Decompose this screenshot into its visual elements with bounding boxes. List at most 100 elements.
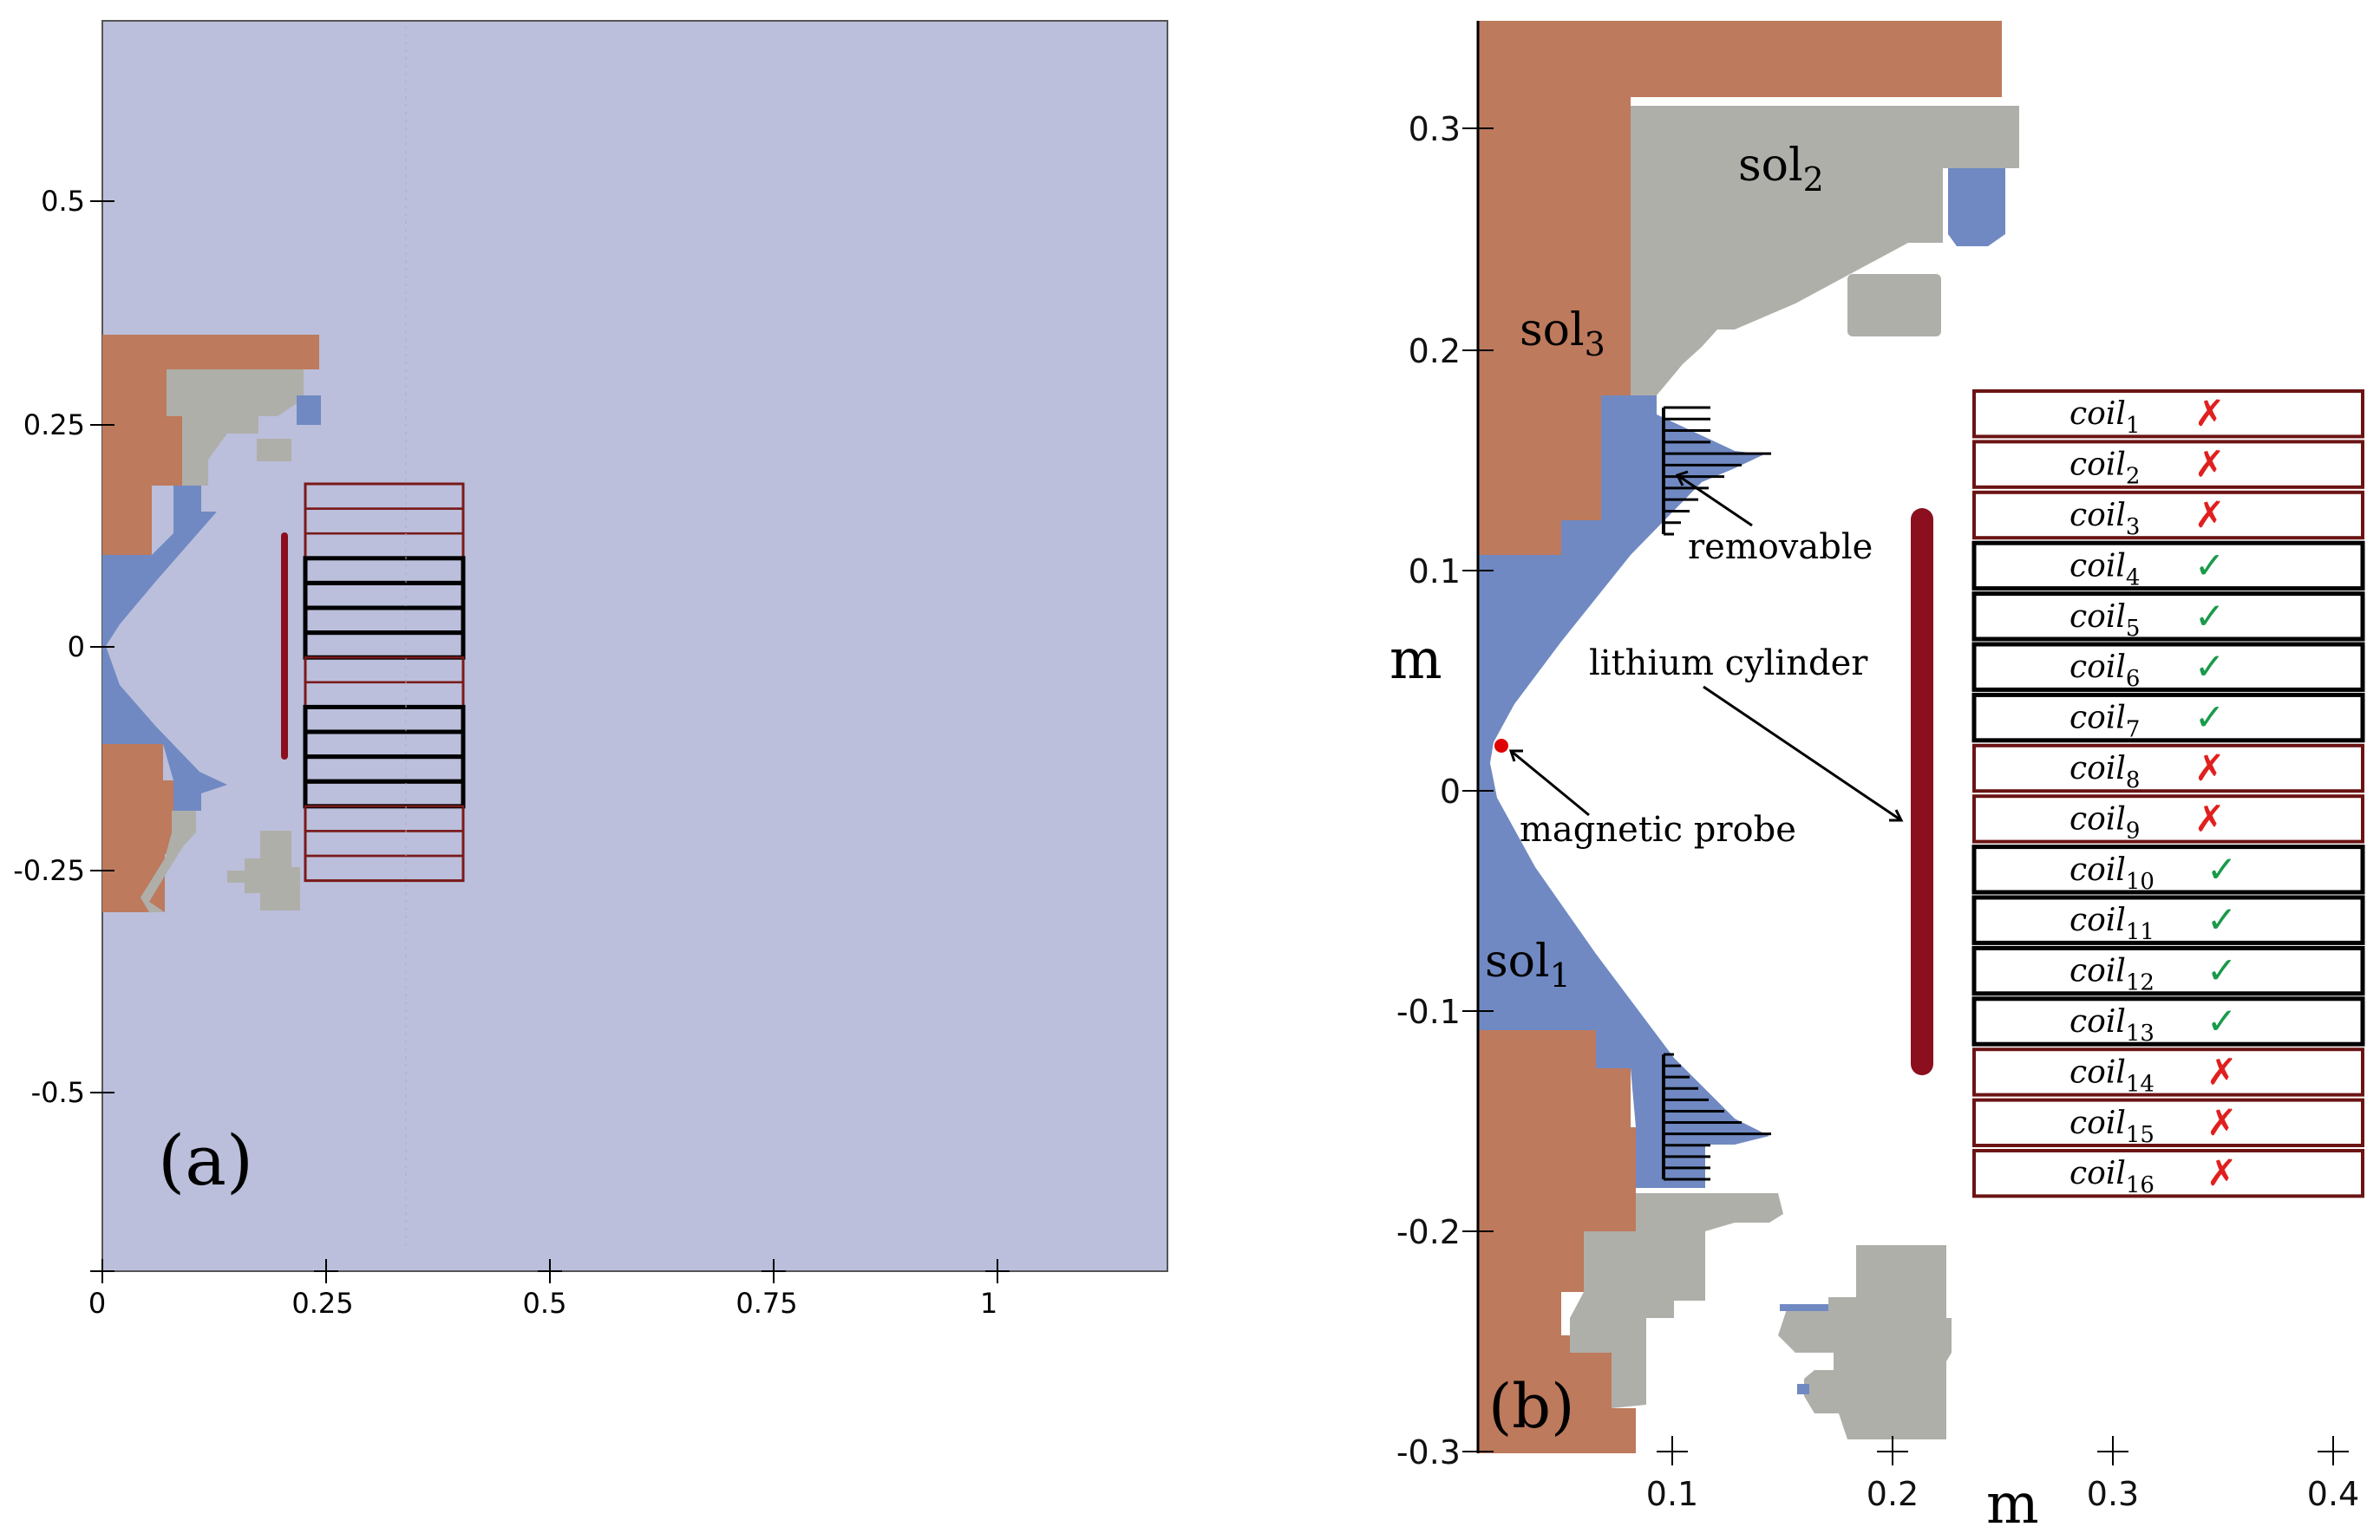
- panel-b-grey-block: [1847, 274, 1941, 336]
- panel-a-xtick-label: 0.75: [736, 1287, 797, 1320]
- cross-icon: ✗: [2194, 797, 2225, 839]
- annotation-magnetic-probe: magnetic probe: [1520, 810, 1796, 850]
- cross-icon: ✗: [2207, 1101, 2237, 1144]
- panel-b: 0.3 0.2 0.1 0 -0.1 -0.2 -0.3 0.1 0.2 0.3…: [1389, 21, 2365, 1537]
- coil-label: coil15: [2069, 1106, 2154, 1148]
- coil-row-box: [1972, 389, 2364, 439]
- panel-a-lithium-cylinder: [281, 532, 288, 760]
- coil-status-table: coil1✗coil2✗coil3✗coil4✓coil5✓coil6✓coil…: [1971, 389, 2365, 1198]
- coil-label: coil13: [2069, 1004, 2154, 1047]
- coil-row: coil16 ✗: [1972, 1149, 2364, 1198]
- cross-icon: ✗: [2194, 747, 2225, 789]
- arrow-magnetic-probe: [1510, 749, 1590, 817]
- panel-a-copper-lower: [102, 744, 173, 912]
- panel-a-grey-lower: [141, 811, 196, 912]
- panel-b-y-axis: 0.3 0.2 0.1 0 -0.1 -0.2 -0.3: [1396, 110, 1494, 1471]
- check-icon: ✓: [2207, 1000, 2237, 1042]
- cross-icon: ✗: [2207, 1050, 2237, 1093]
- panel-b-x-axis-label: m: [1986, 1472, 2039, 1537]
- coil-row-box: [1972, 794, 2364, 844]
- coil-row-box: [1972, 1149, 2364, 1198]
- region-label-sol3: sol3: [1520, 304, 1605, 363]
- coil-label: coil16: [2069, 1156, 2154, 1198]
- panel-b-blue-wall: [1478, 395, 1769, 1188]
- coil-row-box: [1971, 540, 2365, 591]
- coil-row-box: [1972, 440, 2364, 489]
- panel-b-xtick-label: 0.4: [2307, 1475, 2359, 1513]
- coil-row: coil15 ✗: [1972, 1098, 2364, 1148]
- annotation-arrows: [1508, 470, 1904, 822]
- coil-row: coil3✗: [1972, 490, 2364, 540]
- coil-row-box: [1972, 490, 2364, 540]
- panel-a-y-axis: 0.5 0.25 0 -0.25 -0.5: [13, 185, 114, 1109]
- panel-a-grey-lower-right: [227, 831, 300, 910]
- panel-b-ytick-label: 0.1: [1409, 552, 1461, 591]
- panel-b-copper-upper: [1478, 21, 2002, 555]
- panel-a-blue-wall: [102, 486, 227, 811]
- coil-row-box: [1971, 642, 2365, 692]
- coil-label: coil1: [2069, 396, 2140, 439]
- panel-b-xtick-label: 0.3: [2087, 1475, 2139, 1513]
- panel-b-ytick-label: -0.2: [1396, 1213, 1461, 1251]
- coil-label: coil5: [2069, 599, 2140, 642]
- panel-b-grey-lower-left: [1570, 1193, 1783, 1408]
- coil-label: coil2: [2069, 447, 2140, 490]
- panel-a-xtick-label: 0.5: [523, 1287, 567, 1320]
- panel-b-blue-upper-tab: [1948, 168, 2005, 246]
- coil-row: coil13 ✓: [1971, 996, 2365, 1047]
- coil-label: coil10: [2069, 852, 2154, 895]
- cross-icon: ✗: [2194, 392, 2225, 434]
- coil-label: coil8: [2069, 751, 2140, 793]
- coil-row: coil10 ✓: [1971, 845, 2365, 895]
- coil-row: coil7✓: [1971, 692, 2365, 743]
- coil-row: coil1 ✗: [1972, 389, 2364, 439]
- panel-b-y-axis-label: m: [1389, 628, 1442, 692]
- coil-row-box: [1972, 1047, 2364, 1097]
- coil-label: coil14: [2069, 1054, 2154, 1097]
- annotation-removable: removable: [1688, 527, 1873, 567]
- panel-b-ytick-label: 0.2: [1409, 332, 1461, 370]
- panel-a: 0.5 0.25 0 -0.25 -0.5 0 0.25 0.5 0.75 1 …: [13, 20, 1168, 1320]
- panel-a-ytick-label: 0.5: [41, 185, 85, 218]
- coil-label: coil4: [2069, 548, 2140, 591]
- panel-a-ytick-label: 0: [68, 630, 85, 663]
- panel-b-blue-lower-sliver: [1780, 1304, 1828, 1311]
- coil-row: coil5 ✓: [1971, 591, 2365, 642]
- coil-row: coil12✓: [1971, 945, 2365, 996]
- panel-a-label: (a): [158, 1120, 253, 1201]
- panel-b-label: (b): [1488, 1371, 1574, 1442]
- check-icon: ✓: [2207, 848, 2237, 891]
- coil-row-box: [1971, 692, 2365, 743]
- coil-row: coil8 ✗: [1972, 743, 2364, 793]
- region-label-sol2: sol2: [1738, 140, 1824, 199]
- panel-a-ytick-label: -0.5: [31, 1076, 85, 1109]
- panel-b-ytick-label: 0: [1440, 773, 1461, 811]
- panel-a-copper-upper: [102, 335, 319, 555]
- panel-b-xtick-label: 0.1: [1646, 1475, 1698, 1513]
- panel-a-xtick-label: 0.25: [291, 1287, 353, 1320]
- coil-row-box: [1972, 1098, 2364, 1147]
- panel-b-grey-upper: [1631, 106, 2019, 395]
- panel-a-domain: [101, 20, 1168, 1272]
- arrow-removable: [1677, 473, 1753, 527]
- coil-row-box: [1971, 895, 2365, 945]
- coil-row-box: [1971, 996, 2365, 1047]
- panel-b-xtick-label: 0.2: [1867, 1475, 1919, 1513]
- cross-icon: ✗: [2194, 493, 2225, 536]
- coil-row: coil4✓: [1971, 540, 2365, 591]
- check-icon: ✓: [2194, 696, 2225, 739]
- arrow-lithium-cylinder: [1703, 685, 1902, 822]
- panel-b-magnetic-probe-dot: [1494, 739, 1508, 753]
- cross-icon: ✗: [2194, 443, 2225, 486]
- coil-row: coil2 ✗: [1972, 440, 2364, 490]
- cross-icon: ✗: [2207, 1152, 2237, 1194]
- coil-row-box: [1972, 743, 2364, 793]
- panel-b-grey-lower-right: [1778, 1245, 1952, 1439]
- coil-row: coil6✓: [1971, 642, 2365, 692]
- panel-a-xtick-label: 0: [88, 1287, 106, 1320]
- coil-label: coil11: [2069, 903, 2154, 945]
- panel-b-ytick-label: -0.1: [1396, 993, 1461, 1031]
- check-icon: ✓: [2194, 645, 2225, 688]
- check-icon: ✓: [2194, 595, 2225, 637]
